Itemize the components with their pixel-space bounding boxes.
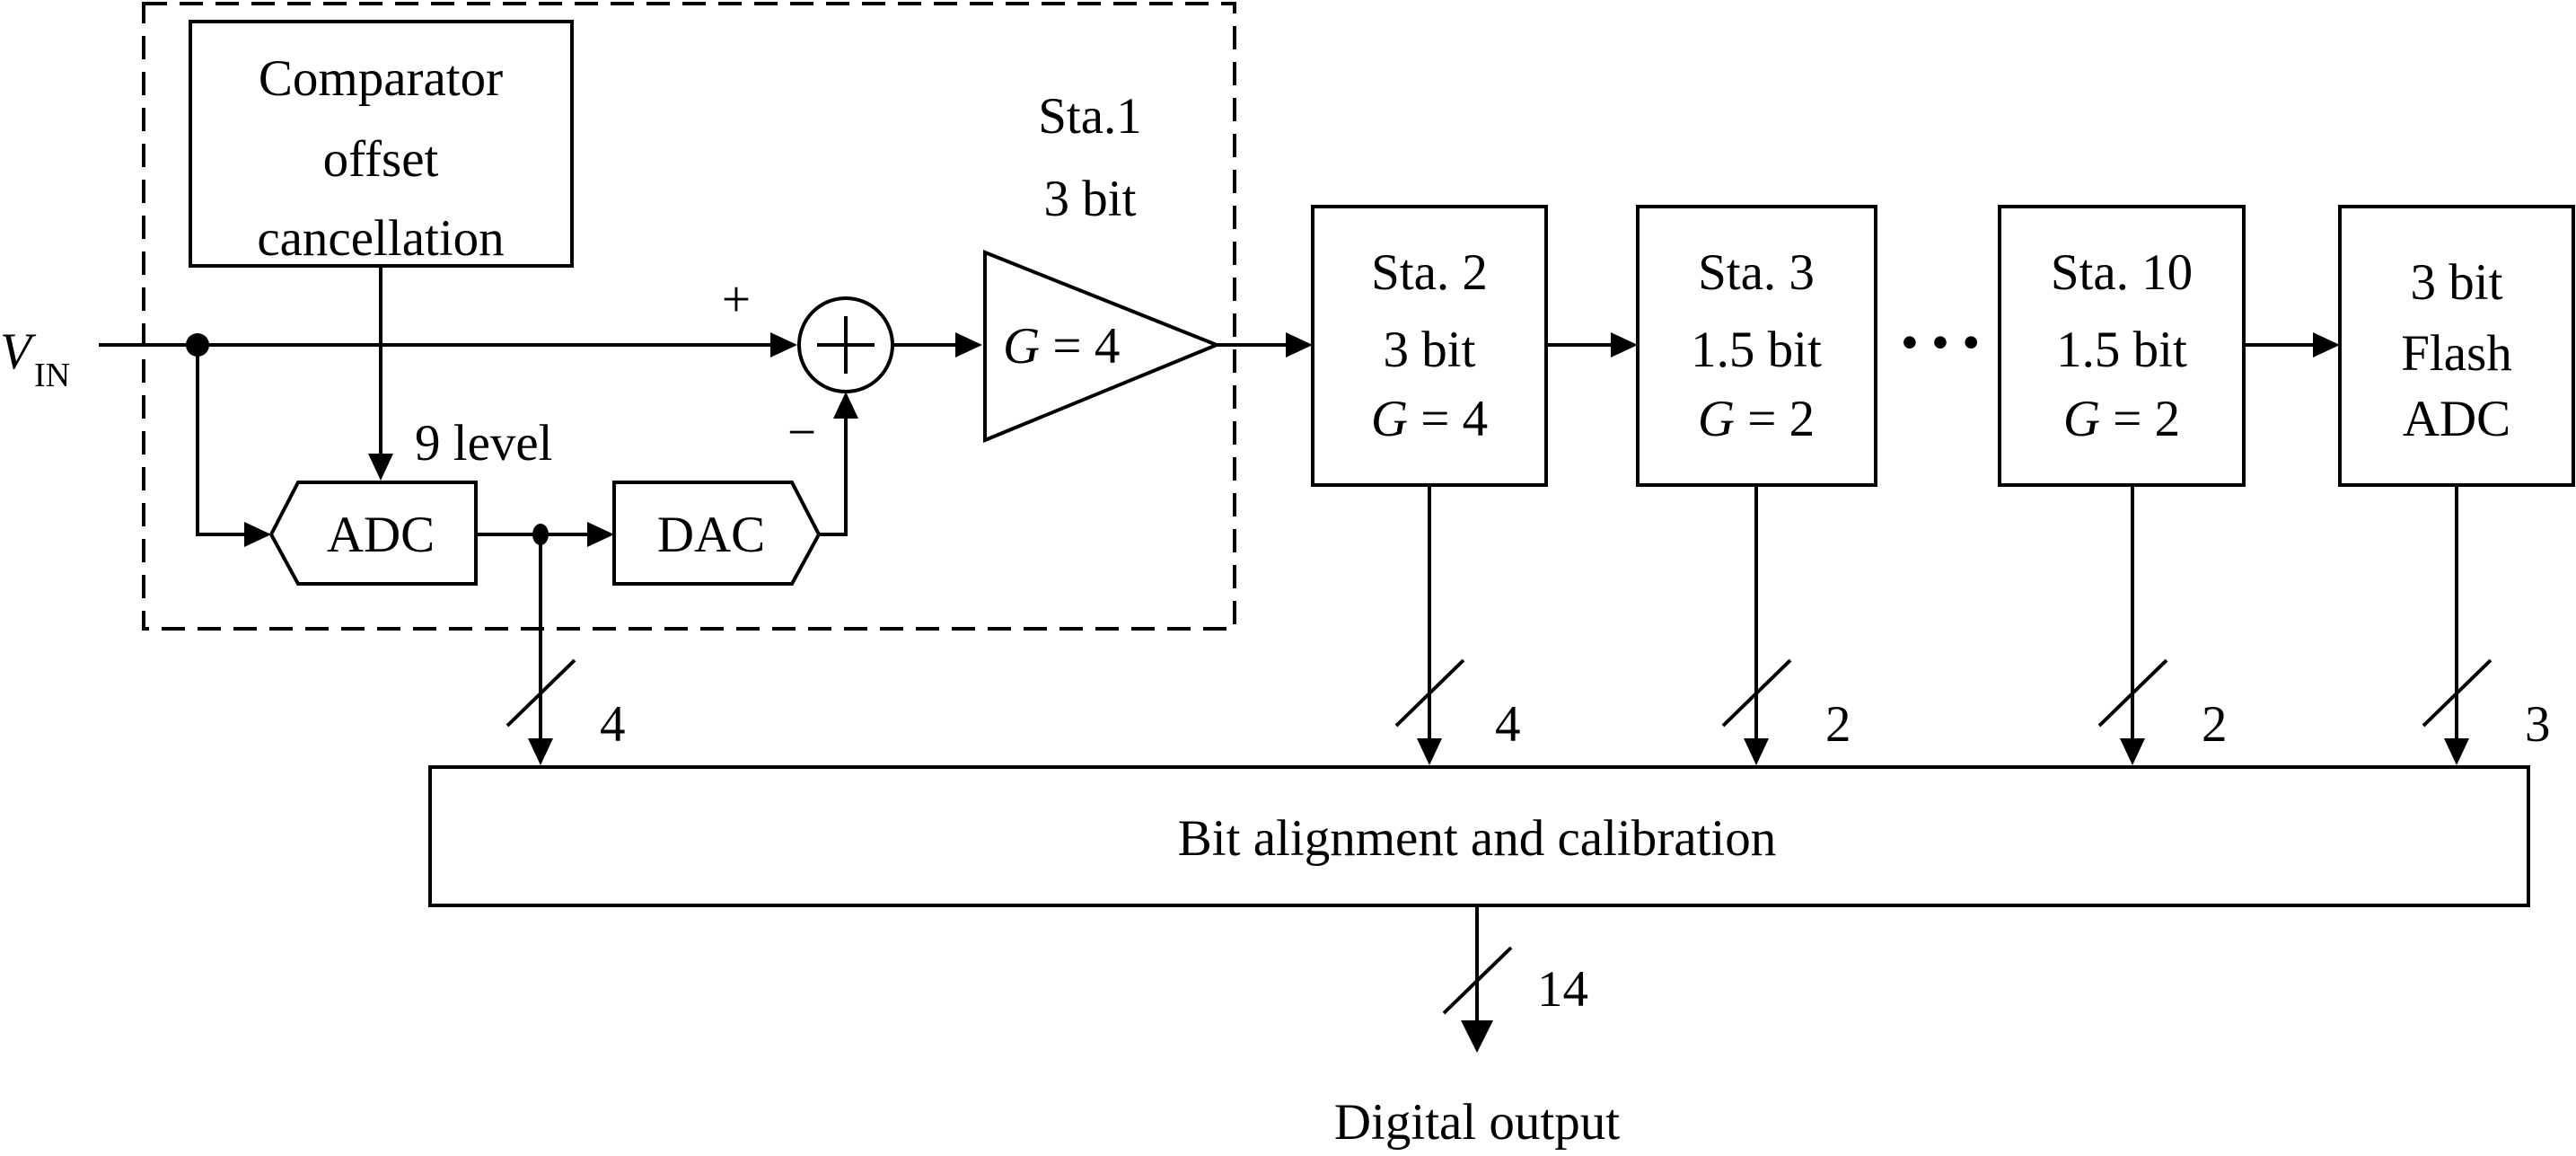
- summer-node: [797, 296, 894, 393]
- stage10-to-flash-arrow: [2313, 332, 2340, 357]
- flash-line3: ADC: [2403, 391, 2510, 447]
- input-label: V IN: [0, 323, 70, 394]
- stage10-gain-value: = 2: [2100, 391, 2180, 447]
- dac-to-summer-line: [819, 419, 848, 536]
- summer-minus-sign: −: [787, 404, 816, 461]
- stage2-name: Sta. 2: [1371, 244, 1488, 301]
- summer-plus-sign: +: [722, 271, 751, 328]
- offset-block-line2: offset: [323, 131, 439, 188]
- bus-stage1: [506, 534, 576, 765]
- bit-alignment-label: Bit alignment and calibration: [1178, 810, 1776, 867]
- adc-to-dac-arrow: [587, 522, 614, 547]
- bus-stage2: [1394, 485, 1465, 765]
- stage10-gain-label: G = 2: [2063, 391, 2180, 447]
- stage2-bits: 3 bit: [1384, 322, 1476, 378]
- stage3-name: Sta. 3: [1698, 244, 1815, 301]
- stage1-to-stage2-arrow: [1286, 332, 1313, 357]
- stage1-boundary: [142, 2, 1236, 631]
- stage2-to-stage3-arrow: [1611, 332, 1638, 357]
- stage1-gain-var: G: [1003, 318, 1040, 375]
- summer-to-amp-arrow: [955, 332, 982, 357]
- input-to-adc-arrow: [244, 522, 271, 547]
- offset-cancellation-block: Comparator offset cancellation: [189, 20, 574, 268]
- bus-stage3-width: 2: [1825, 696, 1851, 753]
- stage10-block: Sta. 10 1.5 bit G = 2: [1998, 205, 2246, 487]
- bus-stage10-width: 2: [2202, 696, 2228, 753]
- stage1-bits: 3 bit: [1044, 171, 1137, 227]
- bus-output: [1442, 905, 1513, 1053]
- stage3-gain-label: G = 2: [1698, 391, 1815, 447]
- input-to-adc-line: [196, 345, 244, 536]
- stage1-gain-label: G = 4: [1003, 318, 1120, 375]
- offset-to-adc-arrow: [368, 454, 393, 481]
- stage-ellipsis: • • •: [1901, 314, 1980, 371]
- stage10-gain-var: G: [2063, 391, 2100, 447]
- flash-line1: 3 bit: [2411, 254, 2503, 311]
- bus-stage3: [1721, 485, 1792, 765]
- stage2-gain-var: G: [1371, 391, 1408, 447]
- stage1-name: Sta.1: [1038, 88, 1142, 145]
- stage2-gain-value: = 4: [1408, 391, 1488, 447]
- bus-stage10: [2097, 485, 2168, 765]
- input-to-summer-arrow: [770, 332, 797, 357]
- flash-adc-block: 3 bit Flash ADC: [2338, 205, 2575, 487]
- dac-to-summer-arrow: [833, 392, 858, 419]
- bus-flash: [2422, 485, 2492, 765]
- sub-adc-block: ADC: [268, 481, 478, 586]
- bus-flash-width: 3: [2525, 696, 2551, 753]
- stage3-gain-value: = 2: [1735, 391, 1815, 447]
- digital-output-label: Digital output: [1334, 1094, 1620, 1151]
- bus-stage2-width: 4: [1495, 696, 1521, 753]
- flash-line2: Flash: [2401, 325, 2512, 382]
- stage3-bits: 1.5 bit: [1691, 322, 1822, 378]
- stage3-gain-var: G: [1698, 391, 1735, 447]
- stage2-gain-label: G = 4: [1371, 391, 1488, 447]
- bus-stage1-width: 4: [600, 696, 626, 753]
- dac-block: DAC: [612, 481, 822, 586]
- bus-output-width: 14: [1537, 961, 1588, 1018]
- offset-block-line3: cancellation: [257, 210, 504, 267]
- adc-levels-label: 9 level: [415, 415, 553, 472]
- stage1-amplifier: [983, 250, 1222, 443]
- stage10-bits: 1.5 bit: [2056, 322, 2187, 378]
- stage10-name: Sta. 10: [2051, 244, 2193, 301]
- stage3-block: Sta. 3 1.5 bit G = 2: [1636, 205, 1877, 487]
- stage2-block: Sta. 2 3 bit G = 4: [1311, 205, 1548, 487]
- adc-label: ADC: [327, 507, 435, 563]
- stage1-gain-value: = 4: [1040, 318, 1120, 375]
- bit-alignment-block: Bit alignment and calibration: [428, 765, 2530, 907]
- dac-label: DAC: [657, 507, 765, 563]
- vin-subscript: IN: [34, 357, 70, 394]
- offset-block-line1: Comparator: [259, 50, 503, 107]
- vin-label: V: [0, 323, 37, 380]
